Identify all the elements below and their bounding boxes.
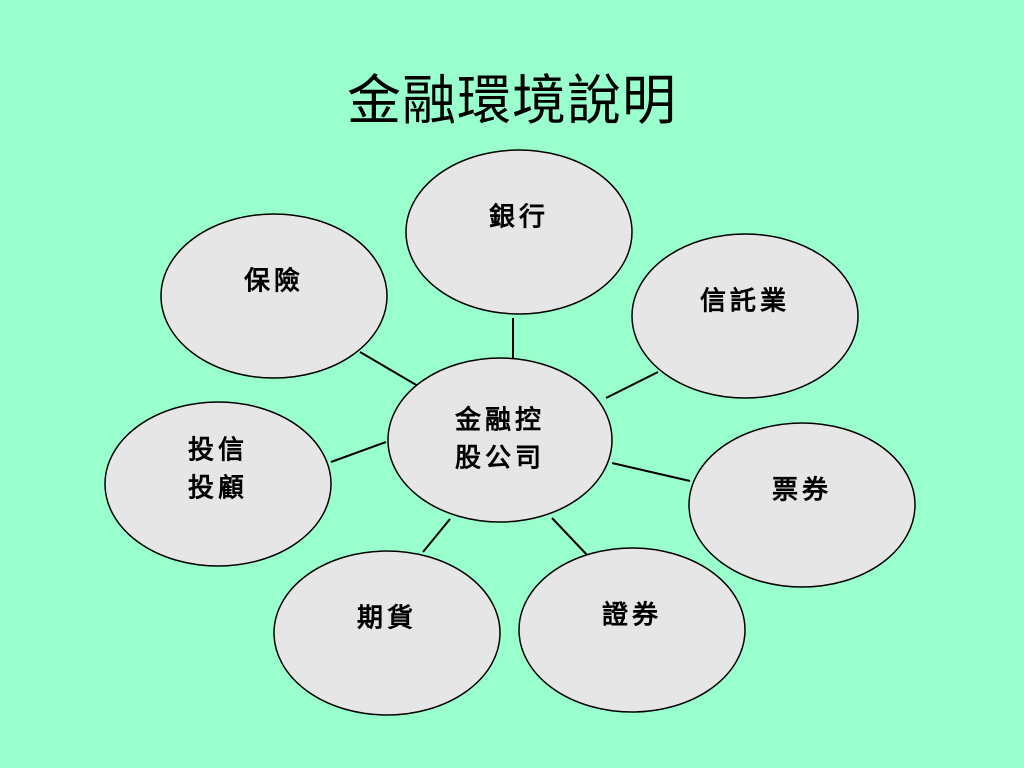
node-bills-ellipse [688,422,916,588]
node-insurance-ellipse [160,213,388,379]
node-investment-ellipse [104,401,332,567]
page-title: 金融環境說明 [347,69,677,132]
node-futures-ellipse [273,550,501,716]
node-securities-ellipse [518,547,746,713]
connector-investment [330,441,387,463]
node-investment-label: 投信 [188,436,248,466]
connector-securities [551,517,589,557]
node-bank-label: 銀行 [489,202,549,233]
node-trust-ellipse [631,233,859,399]
node-center-ellipse [387,357,613,523]
node-securities-label: 證券 [602,600,662,631]
node-investment-label: 投顧 [188,473,248,504]
node-bank-ellipse [405,149,633,315]
node-insurance-label: 保險 [243,266,304,297]
node-futures: 期貨 [273,550,501,716]
node-bills: 票券 [688,422,916,588]
node-bank: 銀行 [405,149,633,315]
node-futures-label: 期貨 [357,603,417,634]
connector-bills [611,462,691,482]
connector-trust [605,371,659,399]
node-center-label: 金融控 [454,405,545,436]
node-trust: 信託業 [631,233,859,399]
node-trust-label: 信託業 [700,286,790,317]
connector-insurance [359,351,419,387]
node-center-label: 股公司 [455,444,545,474]
connector-futures [422,518,451,553]
node-bills-label: 票券 [772,476,832,506]
connectors [330,318,691,557]
node-insurance: 保險 [160,213,388,379]
node-securities: 證券 [518,547,746,713]
